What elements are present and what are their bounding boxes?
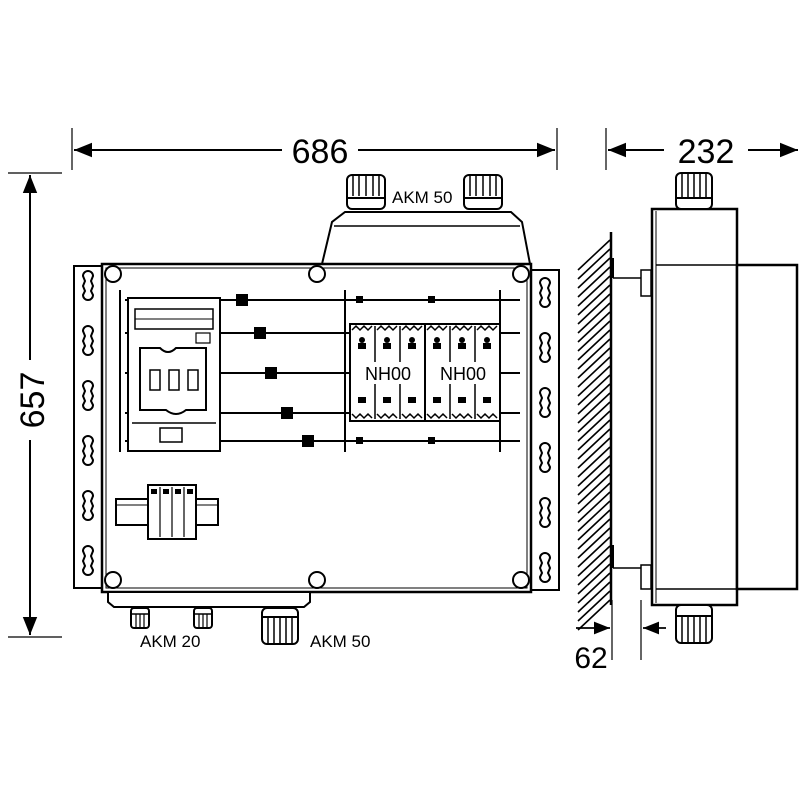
height-dimension: 657 [8,172,62,638]
cable-gland-bottom-small-1 [130,607,150,629]
wall-brackets [612,258,652,590]
corner-screws [104,265,530,589]
fuse-base-group-right: NH00 [424,323,501,422]
din-rail-terminal [115,484,219,540]
rail-slot [81,324,95,356]
cable-gland-bottom-large [261,607,299,645]
gland-bottom-small-label: AKM 20 [140,632,200,651]
rail-slot [81,434,95,466]
width-value: 686 [292,133,349,171]
bottom-lip [107,591,311,608]
rail-slot [538,441,552,473]
fuse-right-label: NH00 [440,364,486,384]
rail-slot [81,489,95,521]
depth-dimension: 232 [605,128,798,171]
mounting-rail-right [530,269,560,591]
cable-gland-side-bottom [675,604,713,644]
depth-value: 232 [678,133,735,171]
cable-gland-top-left [346,174,386,210]
cable-gland-side-top [675,172,713,210]
cable-gland-top-right [463,174,503,210]
gland-top-label: AKM 50 [392,188,452,207]
fuse-left-label: NH00 [365,364,411,384]
rail-slot [538,276,552,308]
rail-slot [538,331,552,363]
rail-slot [81,544,95,576]
wall-offset-dimension: 62 [574,600,666,675]
mounting-rail-left [73,265,103,589]
rail-slot [538,386,552,418]
rail-slot [81,379,95,411]
cable-gland-bottom-small-2 [193,607,213,629]
switch-disconnector [127,297,221,452]
width-dimension: 686 [71,128,558,171]
fuse-base-group-left: NH00 [349,323,426,422]
enclosure-side [650,207,799,607]
front-view: AKM 50 [73,174,560,651]
wall-hatching [577,232,613,631]
gland-bottom-large-label: AKM 50 [310,632,370,651]
height-value: 657 [14,372,52,429]
side-view [577,172,799,644]
top-hood [320,211,532,265]
rail-slot [538,551,552,583]
rail-slot [81,269,95,301]
rail-slot [538,496,552,528]
wall-offset-value: 62 [574,642,607,675]
